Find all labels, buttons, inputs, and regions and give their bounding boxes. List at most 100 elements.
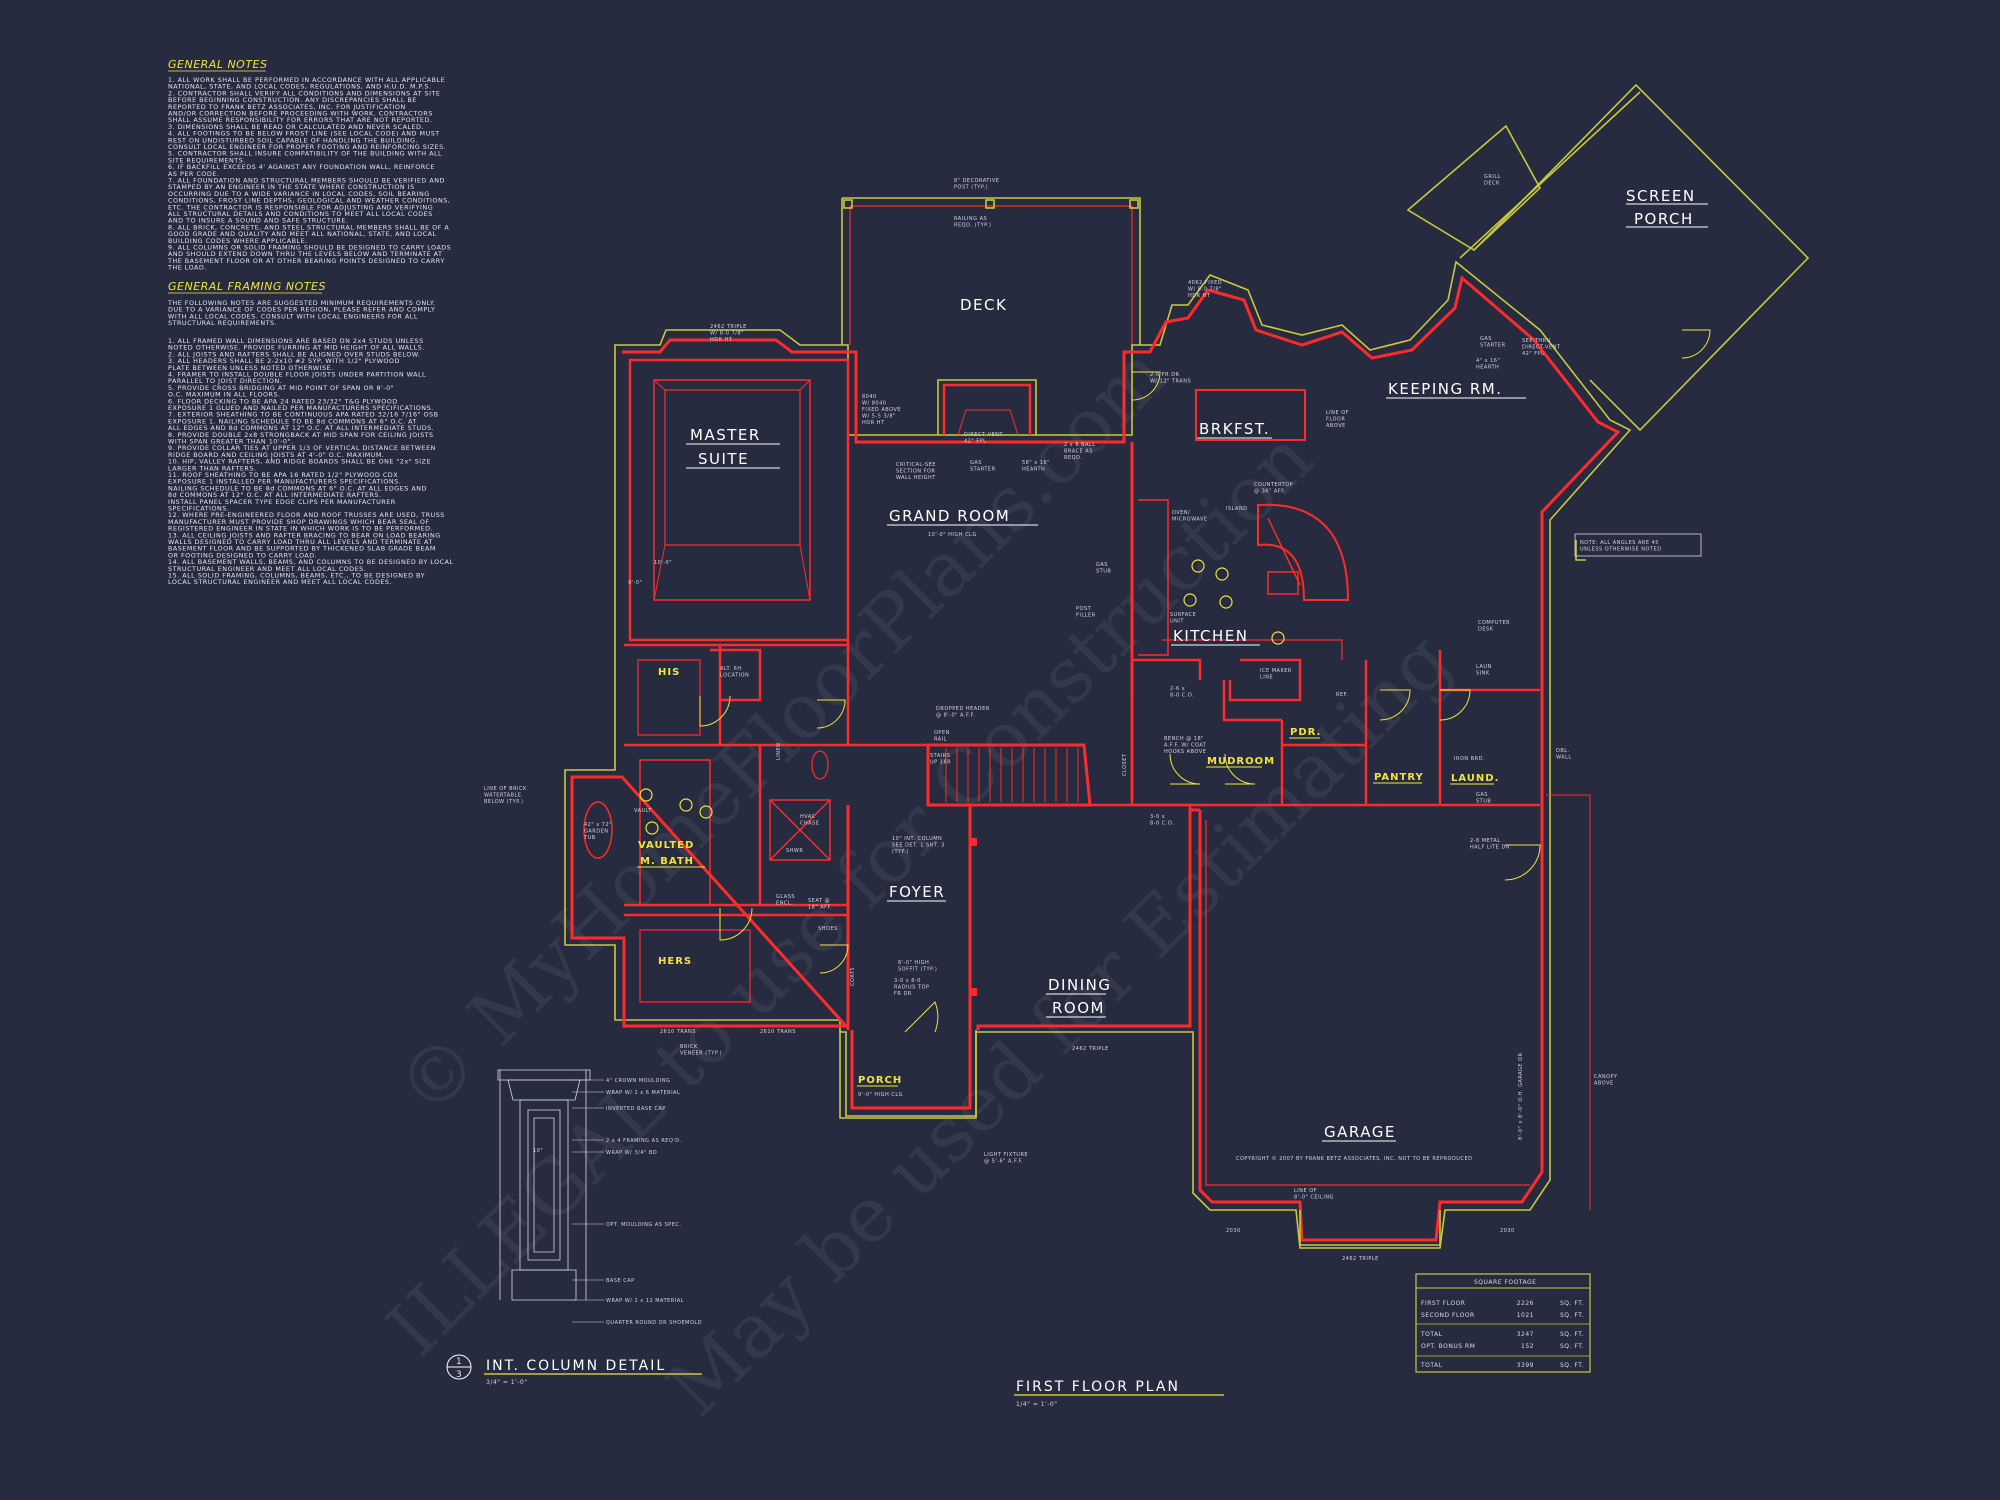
garden-tub <box>583 801 613 859</box>
annotation-grill-deck: DECK <box>1484 181 1500 187</box>
annotation-co-3020: 3-0 x <box>1150 814 1165 820</box>
annotation-gas-starter: STARTER <box>970 467 996 473</box>
kitchen-lower-walls <box>1132 658 1302 702</box>
annotation-triple-2462: 2462 TRIPLE <box>710 324 747 330</box>
annotation-line-of-floor: LINE OF <box>1326 410 1349 416</box>
annotation-dropped-header: DROPPED HEADER <box>936 706 990 712</box>
annotation-triple-2462: HDR HT <box>710 337 733 343</box>
column-size: 10" <box>533 1148 543 1154</box>
framing-note-line: 13. ALL CEILING JOISTS AND RAFTER BRACIN… <box>168 531 441 539</box>
room-label-brkfst: BRKFST. <box>1199 420 1270 438</box>
general-note-line: BUILDING CODES WHERE APPLICABLE. <box>168 237 308 245</box>
annotation-countertop: COUNTERTOP <box>1254 482 1293 488</box>
annotation-trans-2610b: 2610 TRANS <box>760 1029 796 1035</box>
framing-note-line: 11. ROOF SHEATHING TO BE APA 16 RATED 1/… <box>168 471 398 479</box>
annotation-post-pilaster: POST <box>1076 606 1092 612</box>
annotation-triple-2462c: 2462 TRIPLE <box>1072 1046 1109 1052</box>
annotation-ball-brace: REQD. <box>1064 455 1083 461</box>
framing-note-line: LOCAL STRUCTURAL ENGINEER AND MEET ALL L… <box>168 578 392 586</box>
general-note-line: STAMPED BY AN ENGINEER IN THE STATE WHER… <box>168 183 415 191</box>
framing-note-line: SPECIFICATIONS. <box>168 505 229 513</box>
column-callout: 2 x 4 FRAMING AS REQ'D. <box>606 1138 682 1144</box>
annotation-surface-unit: UNIT <box>1170 619 1184 625</box>
annotation-fixed-8040: FIXED ABOVE <box>862 407 901 413</box>
framing-notes-heading: GENERAL FRAMING NOTES <box>168 280 326 293</box>
general-note-line: OCCURRING DUE TO A WIDE VARIANCE IN LOCA… <box>168 190 430 198</box>
annotation-ball-brace: BRACE AS <box>1064 449 1093 455</box>
general-note-line: 7. ALL FOUNDATION AND STRUCTURAL MEMBERS… <box>168 177 445 185</box>
deck-post <box>843 199 853 209</box>
annotation-column-detail-note: 10" INT. COLUMN <box>892 836 942 842</box>
column-detail-title: INT. COLUMN DETAIL <box>486 1358 666 1374</box>
annotation-canopy: CANOPY <box>1594 1074 1618 1080</box>
framing-note-line: 10. HIP, VALLEY RAFTERS, AND RIDGE BOARD… <box>168 458 431 466</box>
framing-note-line: 2. ALL JOISTS AND RAFTERS SHALL BE ALIGN… <box>168 350 420 358</box>
framing-note-line: 1. ALL FRAMED WALL DIMENSIONS ARE BASED … <box>168 337 424 345</box>
utility-walls <box>1130 650 1540 807</box>
general-note-line: ETC. THE CONTRACTOR IS RESPONSIBLE FOR A… <box>168 203 433 211</box>
sq-ft-unit: SQ. FT. <box>1560 1312 1584 1319</box>
room-label-hers: HERS <box>658 956 692 967</box>
framing-note-line: NAILING SCHEDULE TO BE 8d COMMONS AT 6" … <box>168 484 427 492</box>
annotation-metal-half-lite: HALF LITE DR <box>1470 845 1510 851</box>
annotation-fixed-4062: 4062 FIXED <box>1188 280 1222 286</box>
room-label-kitchen: KITCHEN <box>1173 627 1249 645</box>
room-label-master-2: SUITE <box>698 450 749 468</box>
annotation-triple-2462: W/ 8-0 7/8" <box>710 331 744 337</box>
annotation-garden-tub: TUB <box>583 835 596 841</box>
annotation-shoes: SHOES <box>818 926 838 932</box>
annotation-computer-desk: DESK <box>1478 627 1494 633</box>
annotation-lain-sink: SINK <box>1476 671 1490 677</box>
island-sink <box>1267 517 1301 586</box>
room-label-screen-porch: SCREEN <box>1626 187 1696 205</box>
annotation-radius-top: 3-0 x 8-0 <box>894 978 921 984</box>
annotation-critical: SECTION FOR <box>896 469 935 475</box>
framing-note-line: NOTED OTHERWISE. PROVIDE FURRING AT MID … <box>168 344 425 352</box>
annotation-lain-sink: LAUN <box>1476 664 1492 670</box>
general-note-line: AND SHOULD EXTEND DOWN THRU THE LEVELS B… <box>168 250 442 258</box>
annotation-glass-encl: GLASS <box>776 894 795 900</box>
annotation-direct-vent: DIRECT VENT <box>964 432 1003 438</box>
framing-note-line: 14. ALL BASEMENT WALLS, BEAMS, AND COLUM… <box>168 558 454 566</box>
screen-porch-outline <box>1459 91 1641 259</box>
cooktop-burners <box>1183 559 1285 645</box>
exterior-wall-outline <box>564 260 1632 1249</box>
annotation-brick-watertable: WATERTABLE <box>484 793 522 799</box>
annotation-angles-note: NOTE: ALL ANGLES ARE 45 <box>1580 540 1659 546</box>
dimension-string <box>1546 794 1591 1210</box>
sq-ft-heading: SQUARE FOOTAGE <box>1474 1279 1536 1286</box>
framing-note-line: LARGER THAN RAFTERS. <box>168 464 256 472</box>
annotation-railing: REQD. (TYP.) <box>954 223 991 229</box>
sq-ft-value: 152 <box>1521 1343 1534 1350</box>
annotation-seat: SEAT @ <box>808 898 830 904</box>
annotation-stairs-up: UP 16R <box>930 760 951 766</box>
annotation-triple-2462b: 2462 TRIPLE <box>1342 1256 1379 1262</box>
framing-note-line: 3. ALL HEADERS SHALL BE 2-2x10 #2 SYP. W… <box>168 357 400 365</box>
column-callout: BASE CAP <box>606 1278 635 1284</box>
room-label-laund: LAUND. <box>1451 773 1499 784</box>
room-label-his: HIS <box>658 667 680 678</box>
room-label-keeping: KEEPING RM. <box>1388 380 1503 398</box>
framing-note-line: PARALLEL TO JOIST DIRECTION. <box>168 377 282 385</box>
annotation-co-2620: 8-0 C.O. <box>1170 693 1194 699</box>
annotation-linen: LINEN <box>776 743 782 760</box>
general-note-line: GOOD GRADE AND QUALITY AND MEET ALL NATI… <box>168 230 437 238</box>
framing-note-line: BASEMENT FLOOR AND BE SUPPORTED BY THICK… <box>168 545 436 553</box>
sq-ft-unit: SQ. FT. <box>1560 1300 1584 1307</box>
annotation-grill-deck: GRILL <box>1484 174 1501 180</box>
annotation-bench: BENCH @ 18" <box>1164 736 1204 742</box>
general-note-line: 5. CONTRACTOR SHALL INSURE COMPATIBILITY… <box>168 150 442 158</box>
annotation-seat: 18" AFF. <box>808 905 832 911</box>
room-label-master: MASTER <box>690 426 761 444</box>
annotation-critical: WALL HEIGHT <box>896 475 936 481</box>
annotation-open-rail: OPEN <box>934 730 950 736</box>
framing-note-line: ALL EDGES AND 8d COMMONS AT 12" O.C. AT … <box>168 424 434 432</box>
general-notes-heading: GENERAL NOTES <box>168 58 267 71</box>
room-label-pdr: PDR. <box>1290 727 1321 738</box>
annotation-ref: REF. <box>1336 692 1348 698</box>
annotation-glass-encl: ENCL. <box>776 901 793 907</box>
annotation-hearth: 58" x 16" <box>1022 460 1050 466</box>
fireplace-firebox <box>957 409 1019 436</box>
framing-note-line: MANUFACTURER MUST PROVIDE SHOP DRAWINGS … <box>168 518 430 526</box>
